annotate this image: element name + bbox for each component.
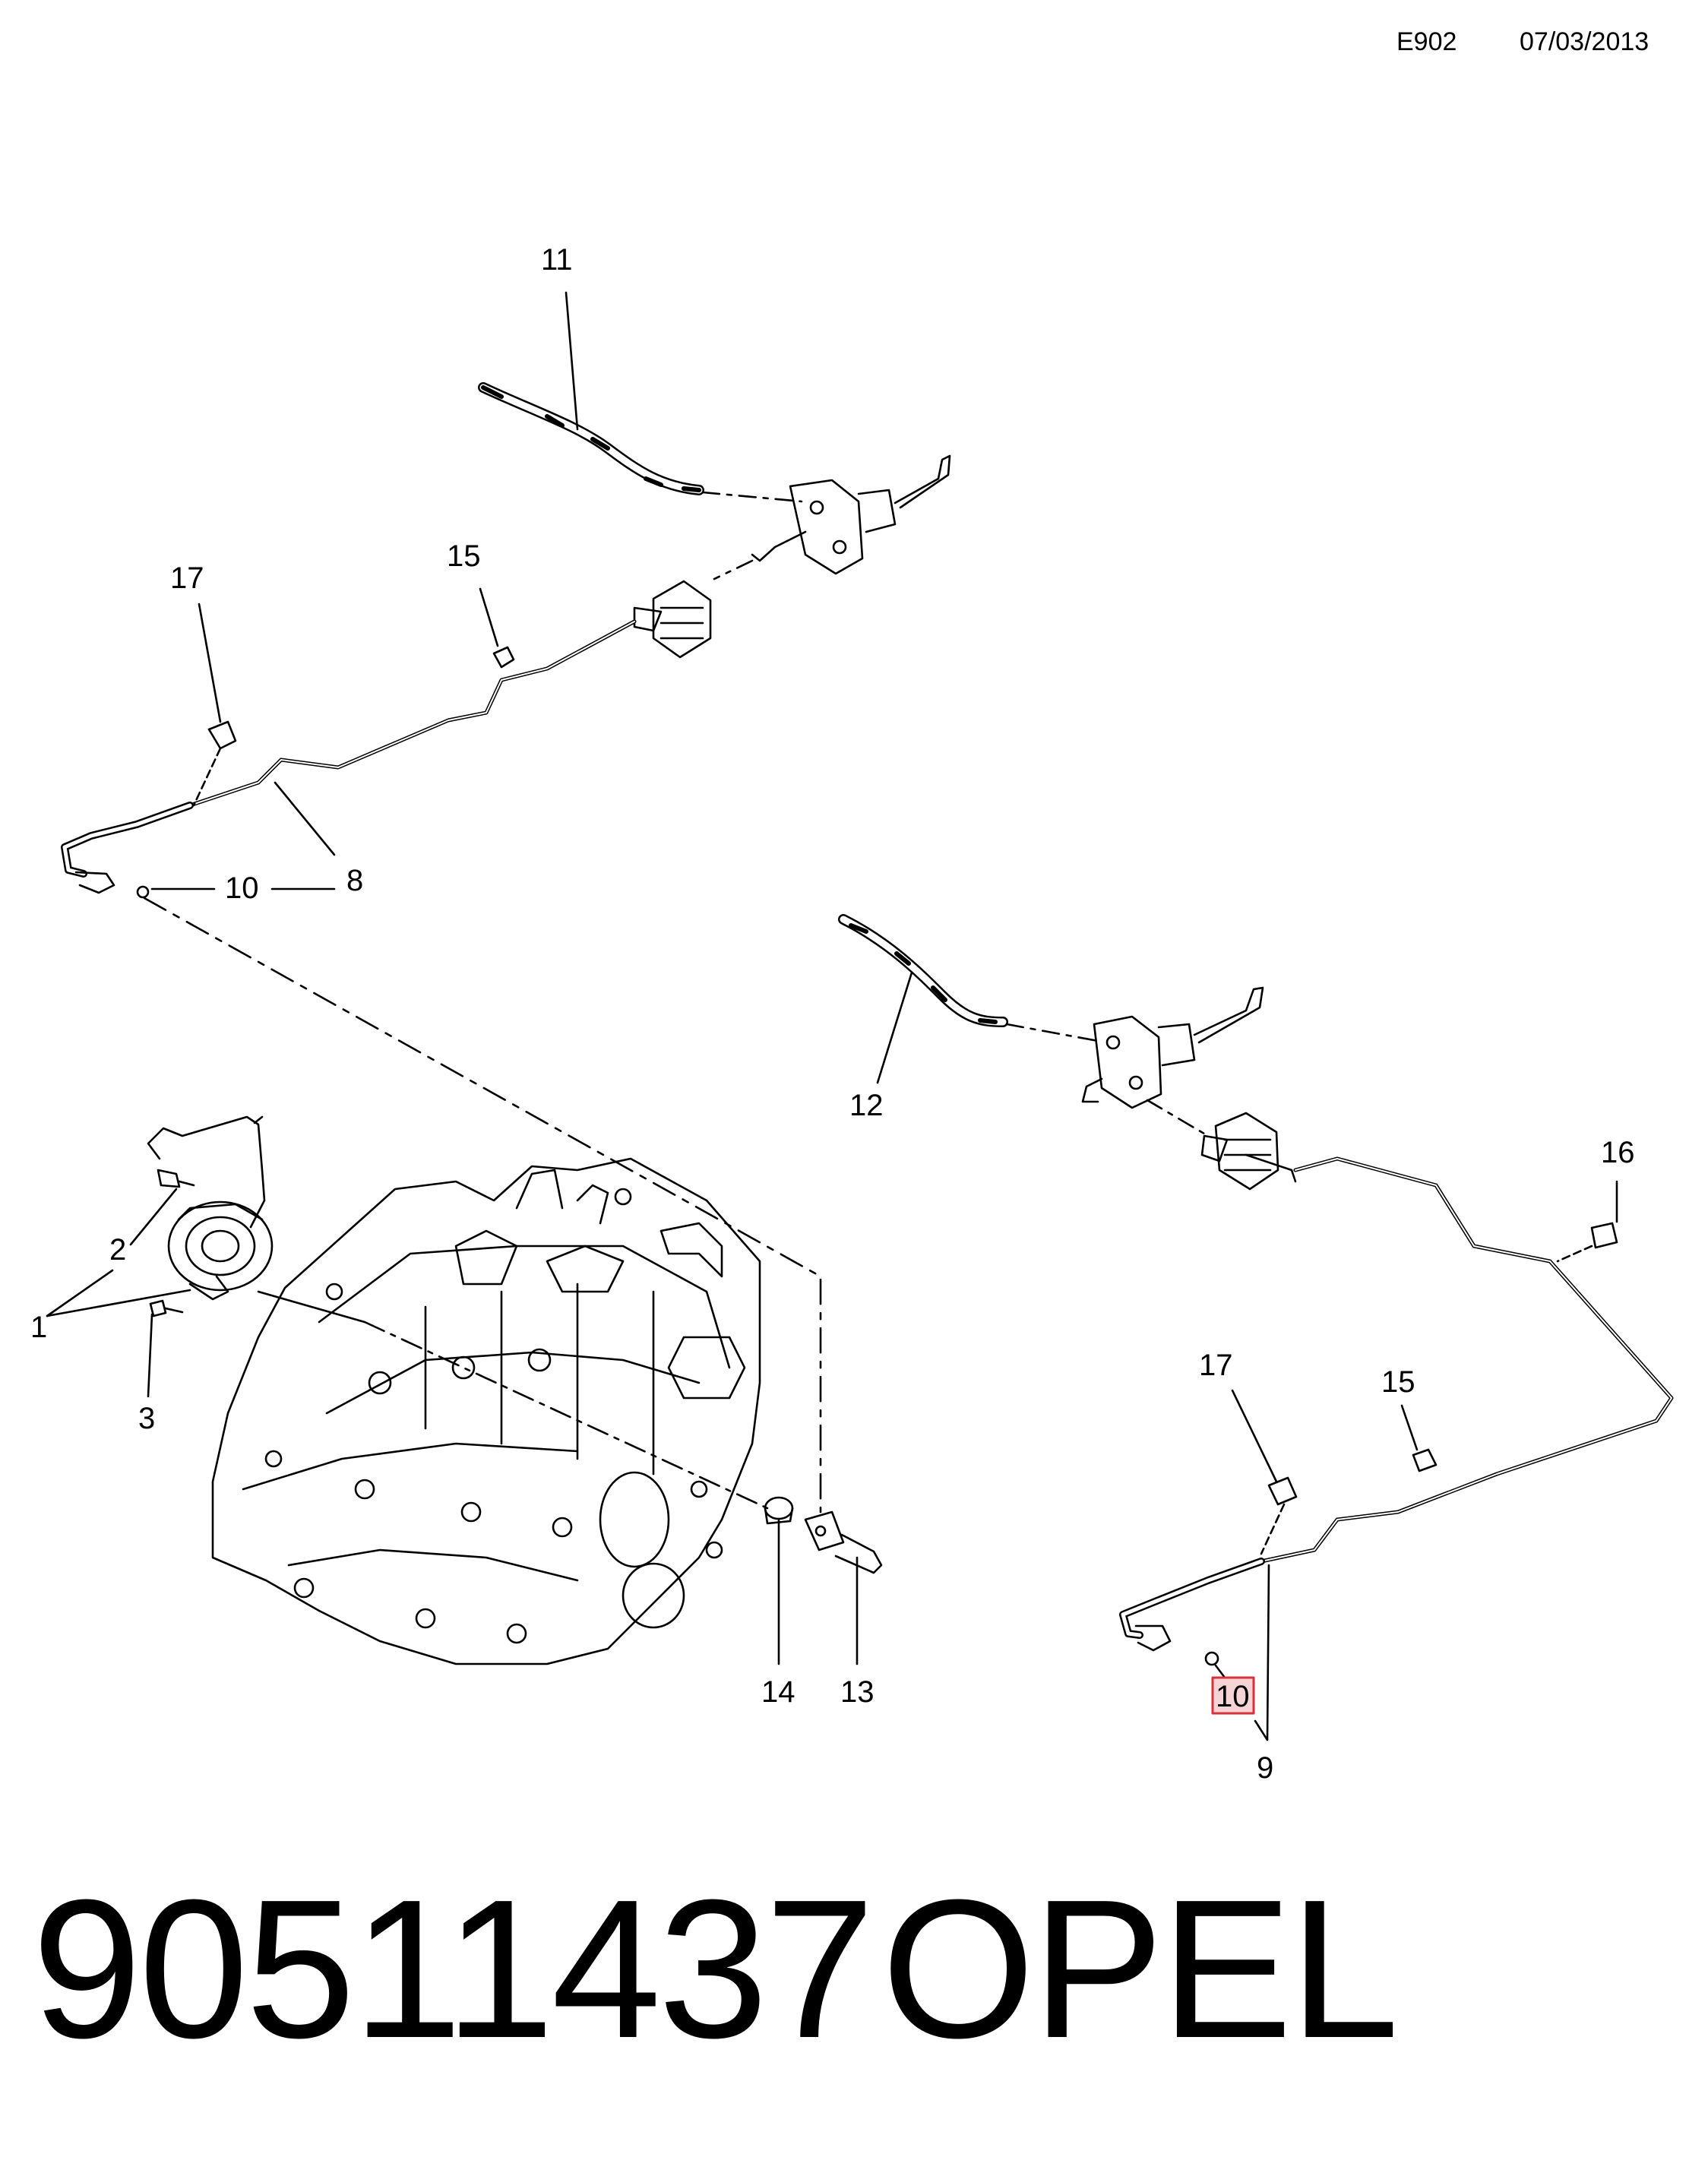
leader-15-lower xyxy=(1400,1404,1419,1451)
leader-8 xyxy=(274,781,336,856)
bolt-3 xyxy=(149,1299,184,1317)
callout-3: 3 xyxy=(138,1402,155,1435)
leader-17-upper xyxy=(198,603,222,723)
callout-8: 8 xyxy=(346,864,363,897)
leader-12 xyxy=(876,971,913,1084)
diagram-date: 07/03/2013 xyxy=(1520,27,1649,56)
transmission-housing xyxy=(211,1157,761,1665)
clip-17-lower xyxy=(1267,1476,1298,1506)
callout-16: 16 xyxy=(1601,1136,1635,1169)
leader-11 xyxy=(565,291,579,431)
callout-17-upper: 17 xyxy=(170,561,204,595)
connector-lower xyxy=(1200,1112,1297,1191)
leader-10-lower xyxy=(1214,1664,1226,1679)
callout-15-lower: 15 xyxy=(1381,1365,1415,1399)
callout-9: 9 xyxy=(1257,1751,1273,1785)
leader-1a xyxy=(46,1269,114,1317)
callout-12: 12 xyxy=(849,1089,884,1122)
hose-11 xyxy=(478,382,704,495)
callout-10-lower: 10 xyxy=(1216,1680,1250,1713)
bolt-2 xyxy=(157,1169,195,1188)
leader-1b xyxy=(46,1289,191,1317)
callout-15-upper: 15 xyxy=(447,539,481,573)
seal-10-lower xyxy=(1204,1651,1219,1666)
callout-17-lower: 17 xyxy=(1199,1349,1233,1382)
hose-12 xyxy=(838,914,1008,1027)
fitting-13 xyxy=(804,1510,883,1574)
connector-upper xyxy=(633,580,712,659)
slave-cylinder xyxy=(147,1115,366,1324)
leader-9 xyxy=(1254,1564,1270,1741)
callout-14: 14 xyxy=(761,1675,795,1709)
leader-17-lower xyxy=(1231,1389,1278,1483)
clip-15-upper xyxy=(492,646,515,669)
brand-name: OPEL xyxy=(881,1859,1400,2080)
callout-10-upper: 10 xyxy=(225,871,259,905)
callout-11: 11 xyxy=(541,243,573,277)
callout-highlight xyxy=(1211,1676,1255,1715)
pipe-9 xyxy=(1259,1156,1674,1564)
master-cylinder-upper xyxy=(751,454,951,575)
leader-3 xyxy=(147,1313,153,1398)
leader-2 xyxy=(129,1188,178,1246)
clip-15-lower xyxy=(1412,1448,1438,1472)
clip-16 xyxy=(1590,1222,1618,1249)
diagram-code: E902 xyxy=(1396,27,1457,56)
leader-15-upper xyxy=(479,587,499,647)
callout-1: 1 xyxy=(30,1311,47,1344)
seal-10-upper xyxy=(136,885,150,899)
clip-17-upper xyxy=(207,720,237,750)
callout-13: 13 xyxy=(840,1675,875,1709)
callout-2: 2 xyxy=(109,1233,126,1267)
master-cylinder-lower xyxy=(1081,986,1264,1109)
pipe-8 xyxy=(165,619,637,814)
part-number: 90511437 xyxy=(32,1859,875,2080)
